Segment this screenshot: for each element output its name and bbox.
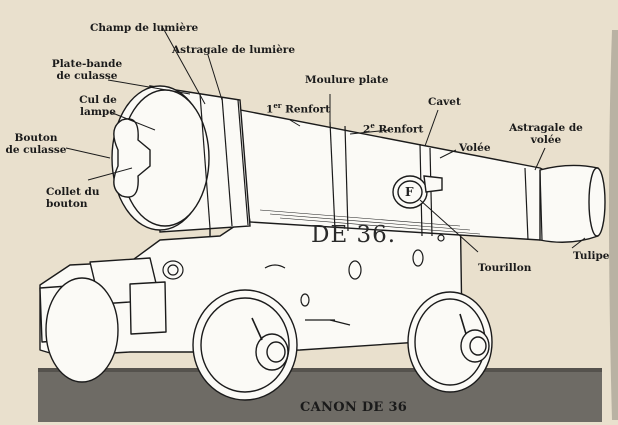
label-bouton-line1: Bouton xyxy=(14,132,58,144)
label-collet-du-bouton: Collet du bouton xyxy=(46,186,100,210)
label-tulipe: Tulipe xyxy=(573,250,610,262)
leader-cul xyxy=(109,111,156,131)
label-cul-line2: lampe xyxy=(80,106,116,118)
front-wheel-right xyxy=(407,291,493,393)
ground-band xyxy=(38,370,602,422)
renfort2-word: Renfort xyxy=(374,123,424,136)
side-bolt-4 xyxy=(437,234,445,242)
label-astragale-de-volee: Astragale de volée xyxy=(508,122,584,146)
cap-square xyxy=(423,175,443,193)
front-wheel-left xyxy=(192,289,298,401)
ring-bolt xyxy=(162,260,184,280)
label-cul-line1: Cul de xyxy=(79,94,117,106)
leader-bouton xyxy=(65,147,111,159)
label-champ-de-lumiere: Champ de lumière xyxy=(90,22,199,34)
renfort2-number: 2 xyxy=(363,123,371,136)
label-collet-line1: Collet du xyxy=(46,186,100,198)
linch-pin-right xyxy=(459,313,467,335)
label-volee: Volée xyxy=(459,142,491,154)
label-astragale-volee-line1: Astragale de xyxy=(509,122,583,134)
page-edge xyxy=(609,30,618,420)
side-bolt-2 xyxy=(412,249,424,267)
rear-wheel xyxy=(45,277,119,383)
side-bolt-1 xyxy=(348,260,362,280)
label-plate-bande-line2: de culasse xyxy=(56,70,118,82)
label-astragale-de-lumiere: Astragale de lumière xyxy=(172,44,296,56)
axle-box-mid xyxy=(129,281,167,335)
cascabel xyxy=(113,118,151,198)
label-second-renfort: 2e Renfort xyxy=(363,120,423,136)
leader-renfort2 xyxy=(349,129,391,135)
leader-collet xyxy=(87,167,133,181)
trunnion-mark: F xyxy=(405,185,414,199)
barrel-engraving: DE 36. xyxy=(311,222,397,248)
label-bouton-line2: de culasse xyxy=(5,144,67,156)
label-premier-renfort: 1er Renfort xyxy=(266,100,330,116)
muzzle-face xyxy=(588,167,606,237)
leader-renfort1 xyxy=(289,119,301,127)
label-astragale-volee-line2: volée xyxy=(530,134,562,146)
label-collet-line2: bouton xyxy=(46,198,88,210)
leader-champ xyxy=(162,27,206,105)
label-moulure-plate: Moulure plate xyxy=(305,74,389,86)
renfort1-word: Renfort xyxy=(281,103,331,116)
leader-tulipe xyxy=(571,237,586,249)
figure-caption: CANON DE 36 xyxy=(300,400,408,415)
leader-cavet xyxy=(424,109,439,147)
leader-volee xyxy=(439,149,457,159)
renfort1-sup: er xyxy=(273,101,282,110)
label-plate-bande: Plate-bande de culasse xyxy=(45,58,129,82)
label-plate-bande-line1: Plate-bande xyxy=(51,58,123,70)
leader-platebande xyxy=(107,79,191,95)
label-tourillon: Tourillon xyxy=(478,262,532,274)
leader-tourillon xyxy=(419,199,479,253)
label-bouton-de-culasse: Bouton de culasse xyxy=(4,132,68,156)
leader-astragale-volee xyxy=(534,147,546,171)
renfort2-sup: e xyxy=(370,121,375,130)
renfort1-number: 1 xyxy=(266,103,274,116)
label-cul-de-lampe: Cul de lampe xyxy=(73,94,123,118)
linch-pin-left xyxy=(251,317,263,341)
label-cavet: Cavet xyxy=(428,96,461,108)
leader-astragale-lumiere xyxy=(207,54,223,101)
side-bolt-3 xyxy=(300,293,310,307)
